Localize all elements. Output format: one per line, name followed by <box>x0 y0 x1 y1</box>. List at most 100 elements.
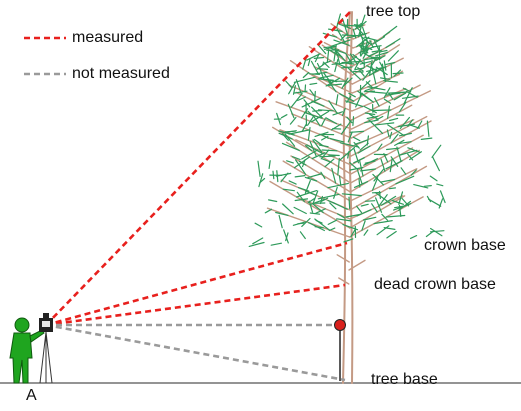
leaf-stroke <box>390 132 392 138</box>
leaf-stroke <box>374 169 384 181</box>
clinometer-icon <box>39 313 53 383</box>
leaf-stroke <box>336 95 338 105</box>
leaf-stroke <box>290 118 296 125</box>
leaf-stroke <box>287 161 294 163</box>
leaf-stroke <box>258 161 260 176</box>
leaf-stroke <box>271 243 281 245</box>
leaf-stroke <box>308 174 321 178</box>
leaf-stroke <box>362 93 372 101</box>
leaf-stroke <box>393 73 403 74</box>
leaf-stroke <box>429 199 441 206</box>
leaf-stroke <box>387 232 396 238</box>
leaf-stroke <box>289 130 309 134</box>
leaf-stroke <box>357 210 371 216</box>
leaf-stroke <box>377 226 389 235</box>
leaf-stroke <box>294 207 306 213</box>
leaf-stroke <box>364 91 374 92</box>
leaf-stroke <box>357 206 362 212</box>
leaf-stroke <box>421 138 432 139</box>
leaf-stroke <box>426 232 432 237</box>
leaf-stroke <box>288 104 294 117</box>
leaf-stroke <box>328 220 336 224</box>
leaf-stroke <box>269 161 270 169</box>
branch-stroke <box>350 166 426 210</box>
leaf-stroke <box>364 159 378 166</box>
leaf-stroke <box>354 148 359 163</box>
leaf-stroke <box>265 209 271 213</box>
leaf-stroke <box>328 201 335 204</box>
leaf-stroke <box>300 232 305 239</box>
leaf-stroke <box>322 119 326 126</box>
leaf-stroke <box>364 230 368 235</box>
leaf-stroke <box>295 176 305 177</box>
leaf-stroke <box>320 156 335 157</box>
leaf-stroke <box>321 172 325 178</box>
leaf-stroke <box>383 26 396 36</box>
leaf-stroke <box>365 201 374 202</box>
legend-measured-label: measured <box>72 30 143 46</box>
leaf-stroke <box>269 200 277 202</box>
leaf-stroke <box>322 150 337 151</box>
leaf-stroke <box>361 204 368 206</box>
leaf-stroke <box>320 145 329 147</box>
leaf-stroke <box>319 69 328 70</box>
leaf-stroke <box>411 236 417 239</box>
leaf-stroke <box>327 50 328 63</box>
leaf-stroke <box>424 186 431 187</box>
leaf-stroke <box>338 159 340 175</box>
branch-stroke <box>352 85 420 120</box>
leaf-stroke <box>255 223 262 227</box>
leaf-stroke <box>409 125 420 129</box>
leaf-stroke <box>283 204 294 214</box>
tree-base-label: tree base <box>371 372 438 388</box>
leaf-stroke <box>432 145 441 157</box>
leaf-stroke <box>384 61 386 70</box>
sight-line-dead-crown-base <box>46 285 345 325</box>
branch-stroke <box>337 255 349 262</box>
leaf-stroke <box>329 155 339 156</box>
leaf-stroke <box>437 184 443 186</box>
leaf-stroke <box>286 81 292 87</box>
leaf-stroke <box>312 101 324 106</box>
leaf-stroke <box>433 157 440 171</box>
leaf-stroke <box>390 118 398 120</box>
person-icon <box>10 318 44 383</box>
leaf-stroke <box>348 63 354 64</box>
measured-sight-lines <box>46 12 350 325</box>
leaf-stroke <box>388 51 398 61</box>
sight-line-tree-top <box>46 12 350 325</box>
leaf-stroke <box>314 58 323 59</box>
leaf-stroke <box>313 111 322 112</box>
leaf-stroke <box>427 121 429 136</box>
observer-point-label: A <box>26 388 37 404</box>
leaf-stroke <box>310 83 317 84</box>
leaf-stroke <box>364 107 376 113</box>
leaf-stroke <box>279 215 282 227</box>
tree-top-label: tree top <box>366 4 420 20</box>
unmeasured-sight-lines <box>46 325 345 380</box>
legend-not-measured-label: not measured <box>72 66 170 82</box>
sight-line-crown-base <box>46 243 347 325</box>
leaf-stroke <box>401 168 406 174</box>
leaf-stroke <box>303 73 308 78</box>
leaf-stroke <box>315 92 316 102</box>
leaf-stroke <box>389 188 395 189</box>
leaf-stroke <box>359 179 360 187</box>
leaf-stroke <box>349 197 350 208</box>
leaf-stroke <box>346 101 363 107</box>
leaf-stroke <box>305 85 306 92</box>
leaf-stroke <box>397 147 401 161</box>
leaf-stroke <box>354 137 360 140</box>
crown-base-label: crown base <box>424 238 506 254</box>
leaf-stroke <box>430 176 437 181</box>
leaf-stroke <box>353 117 354 126</box>
leaf-stroke <box>308 60 310 66</box>
sight-line-tree-base <box>46 325 345 380</box>
leaf-stroke <box>291 94 302 108</box>
leaf-stroke <box>310 213 319 214</box>
dead-crown-base-label: dead crown base <box>374 277 496 293</box>
leaf-stroke <box>249 243 264 247</box>
leaf-stroke <box>282 115 287 118</box>
leaf-stroke <box>355 140 367 144</box>
